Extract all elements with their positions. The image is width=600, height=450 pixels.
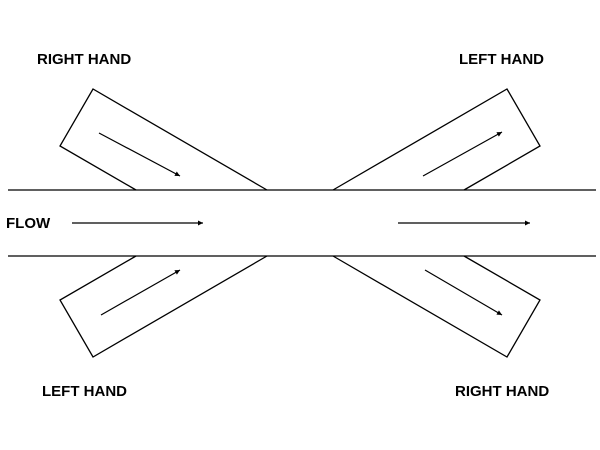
label-bottom-right: RIGHT HAND [455, 383, 550, 400]
label-flow: FLOW [6, 215, 51, 232]
branch-upper-left [59, 88, 268, 191]
flow-arrow-lower-left [100, 269, 181, 316]
label-bottom-left: LEFT HAND [42, 383, 127, 400]
flow-arrow-upper-left [98, 132, 181, 177]
branch-lower-right [332, 255, 541, 358]
branch-lower-left [59, 255, 268, 358]
label-top-right: LEFT HAND [459, 51, 544, 68]
flow-arrow-lower-right [424, 269, 503, 316]
branch-upper-right [332, 88, 541, 191]
label-top-left: RIGHT HAND [37, 51, 132, 68]
flow-arrow-upper-right [422, 131, 503, 177]
